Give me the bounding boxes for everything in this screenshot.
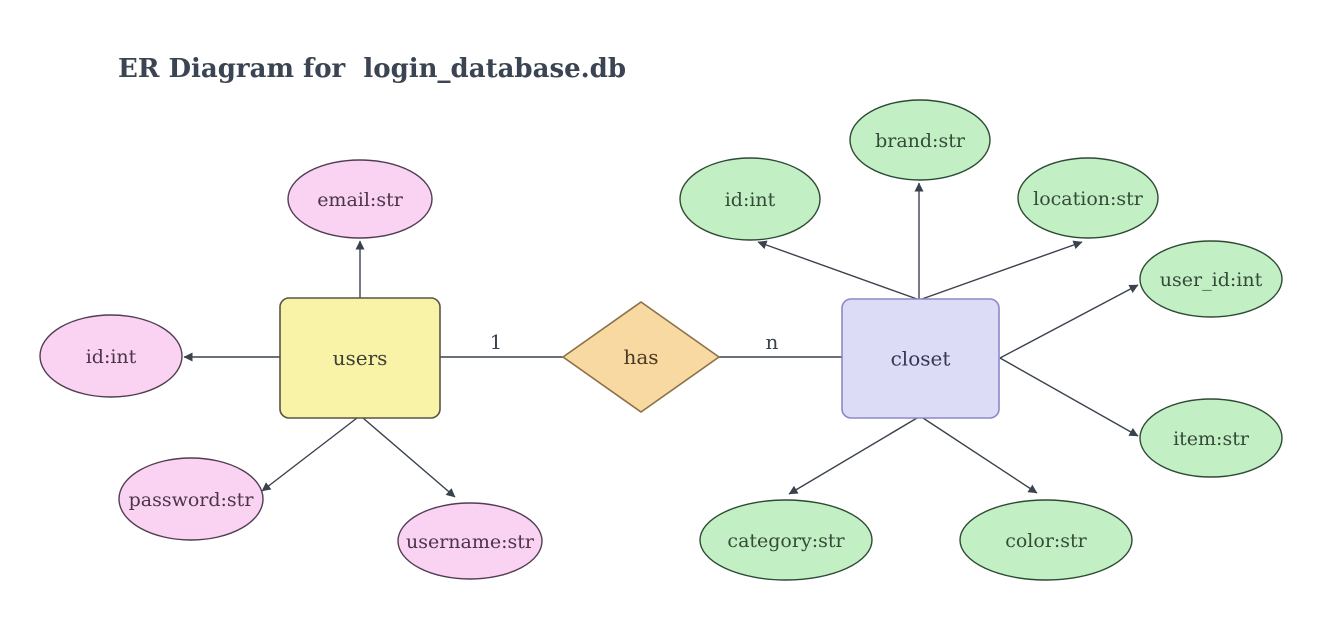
diagram-title: ER Diagram for login_database.db <box>118 54 626 84</box>
edge-closet-to-color <box>922 417 1038 494</box>
edge-closet-to-location <box>921 240 1083 300</box>
attribute-closet-location-label: location:str <box>1033 188 1144 210</box>
attribute-closet-color-label: color:str <box>1005 530 1087 552</box>
attribute-closet-item-label: item:str <box>1173 428 1250 450</box>
edge-closet-to-user_id <box>999 284 1139 359</box>
entity-closet-shape <box>841 298 1000 419</box>
attribute-closet-category-shape <box>699 499 873 581</box>
attribute-users-id-label: id:int <box>86 346 137 368</box>
cardinality-label-has-to-closet: n <box>766 330 779 354</box>
attribute-users-password: password:str <box>118 457 264 541</box>
edge-closet-to-id <box>757 240 918 300</box>
attribute-users-username: username:str <box>397 502 543 580</box>
nodes-layer: users closet has email:str id:int password:st… <box>39 99 1283 581</box>
attribute-users-username-label: username:str <box>406 531 535 553</box>
attribute-closet-id-shape <box>679 157 821 241</box>
attribute-closet-user_id-shape <box>1139 240 1283 318</box>
attribute-users-id: id:int <box>39 314 183 398</box>
attribute-users-email-shape <box>287 159 433 239</box>
attribute-users-email: email:str <box>287 159 433 239</box>
attribute-closet-id: id:int <box>679 157 821 241</box>
attribute-closet-location-shape <box>1017 157 1159 239</box>
attribute-closet-item: item:str <box>1139 398 1283 478</box>
attribute-users-email-label: email:str <box>317 189 404 211</box>
edge-users-to-password <box>261 417 358 492</box>
attribute-closet-brand-shape <box>849 99 991 181</box>
edge-closet-to-item <box>999 357 1139 437</box>
attribute-closet-user_id-label: user_id:int <box>1160 269 1263 291</box>
entity-users-label: users <box>333 346 388 370</box>
attribute-users-password-label: password:str <box>129 489 255 511</box>
attribute-users-id-shape <box>39 314 183 398</box>
attribute-closet-user_id: user_id:int <box>1139 240 1283 318</box>
entity-users-shape <box>279 297 441 419</box>
relationship-has-shape <box>562 301 720 413</box>
attribute-closet-brand-label: brand:str <box>875 130 966 152</box>
attribute-closet-brand: brand:str <box>849 99 991 181</box>
attribute-closet-category-label: category:str <box>727 530 845 552</box>
entity-users: users <box>279 297 441 419</box>
relationship-has-label: has <box>623 345 658 369</box>
attribute-closet-id-label: id:int <box>725 189 776 211</box>
edge-closet-to-category <box>788 417 918 495</box>
entity-closet: closet <box>841 298 1000 419</box>
edge-users-to-username <box>362 417 456 498</box>
attribute-closet-color-shape <box>959 499 1133 581</box>
attribute-closet-item-shape <box>1139 398 1283 478</box>
attribute-users-password-shape <box>118 457 264 541</box>
entity-closet-label: closet <box>891 347 951 371</box>
relationship-has: has <box>562 301 720 413</box>
attribute-users-username-shape <box>397 502 543 580</box>
attribute-closet-color: color:str <box>959 499 1133 581</box>
attribute-closet-category: category:str <box>699 499 873 581</box>
cardinality-label-users-to-has: 1 <box>490 330 503 354</box>
attribute-closet-location: location:str <box>1017 157 1159 239</box>
